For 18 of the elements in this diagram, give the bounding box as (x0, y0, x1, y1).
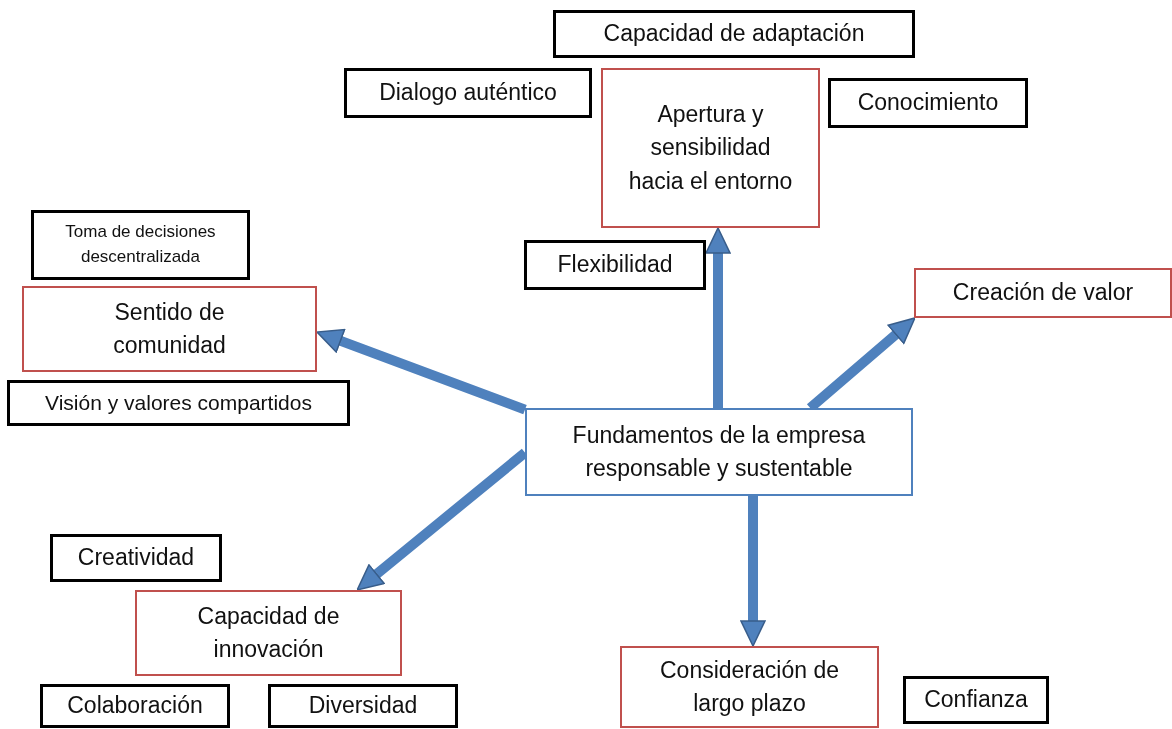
pillar-box: Apertura y sensibilidad hacia el entorno (601, 68, 820, 228)
concept-box: Toma de decisiones descentralizada (31, 210, 250, 280)
pillar-box: Consideración de largo plazo (620, 646, 879, 728)
concept-box: Colaboración (40, 684, 230, 728)
pillar-box: Sentido de comunidad (22, 286, 317, 372)
block-arrow (705, 227, 731, 408)
concept-box: Confianza (903, 676, 1049, 724)
concept-box: Dialogo auténtico (344, 68, 592, 118)
central-box: Fundamentos de la empresa responsable y sustentable (525, 408, 913, 496)
block-arrow (740, 496, 766, 647)
concept-box: Flexibilidad (524, 240, 706, 290)
concept-box: Capacidad de adaptación (553, 10, 915, 58)
pillar-box: Capacidad de innovación (135, 590, 402, 676)
concept-box: Diversidad (268, 684, 458, 728)
concept-box: Visión y valores compartidos (7, 380, 350, 426)
pillar-box: Creación de valor (914, 268, 1172, 318)
concept-box: Creatividad (50, 534, 222, 582)
concept-box: Conocimiento (828, 78, 1028, 128)
